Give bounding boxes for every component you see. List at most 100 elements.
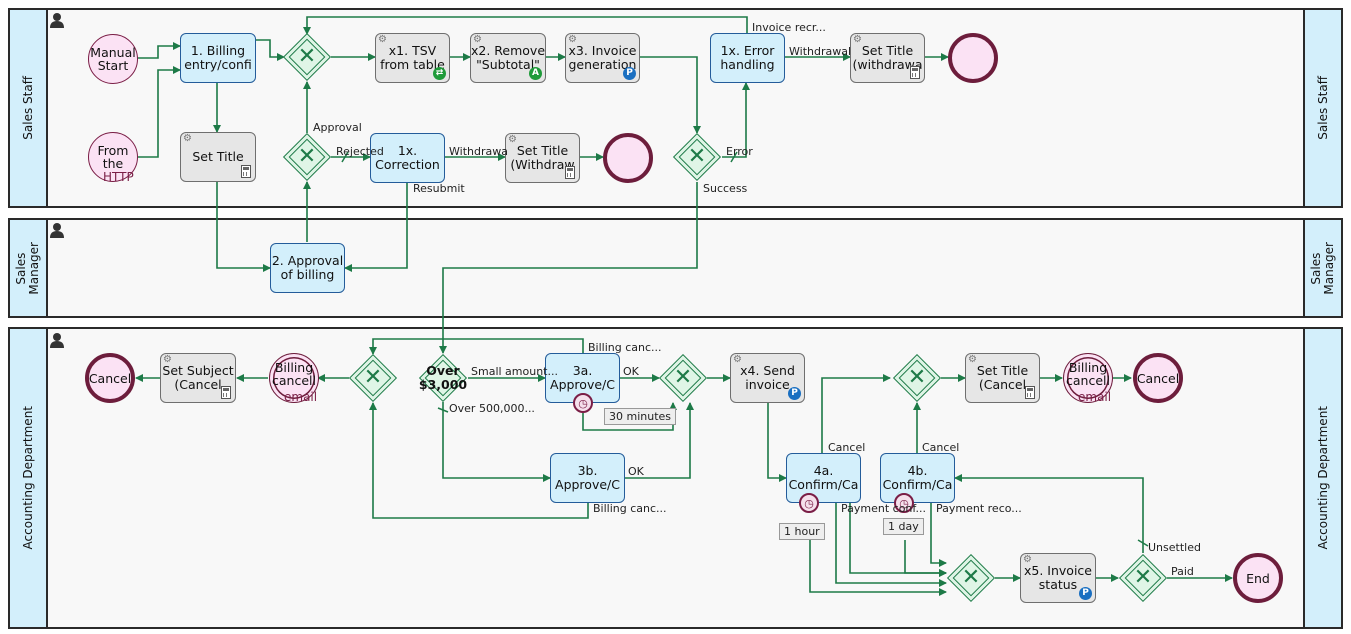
exclusive-gateway[interactable]: ✕	[946, 553, 996, 603]
task-label: Set Subject (Cancel	[162, 363, 234, 392]
billing-cancel-email-event[interactable]: Billing cancell email	[269, 353, 319, 404]
timer-icon[interactable]: ◷	[573, 393, 593, 413]
gear-icon: ⚙	[1023, 554, 1032, 565]
cancel-end-event[interactable]: Cancel	[85, 353, 135, 403]
send-invoice-task[interactable]: ⚙ x4. Send invoice P	[730, 353, 805, 403]
manual-start-event[interactable]: Manual Start	[88, 34, 138, 84]
confirm-4a-task[interactable]: 4a. Confirm/Ca	[786, 453, 861, 503]
flow-label: Error	[726, 145, 753, 158]
timer-icon[interactable]: ◷	[799, 493, 819, 513]
font-icon: A	[529, 67, 542, 80]
approve-3b-task[interactable]: 3b. Approve/C	[550, 453, 625, 503]
paypal-icon: P	[623, 67, 636, 80]
x-icon: ✕	[297, 144, 317, 169]
gear-icon: ⚙	[378, 34, 387, 45]
exclusive-gateway[interactable]: ✕	[348, 353, 398, 403]
set-title-withdrawal-task[interactable]: ⚙ Set Title (Withdraw	[505, 133, 580, 183]
timer-label: 1 day	[883, 518, 924, 535]
approval-of-billing-task[interactable]: 2. Approval of billing	[270, 243, 345, 293]
end-event-withdrawal-mid[interactable]	[603, 133, 653, 183]
http-start-event[interactable]: From the HTTP	[88, 132, 138, 184]
task-label: 1x. Correction	[375, 143, 440, 172]
set-title-task[interactable]: ⚙ Set Title	[180, 132, 256, 182]
task-label: 2. Approval of billing	[271, 253, 344, 282]
x-icon: ✕	[961, 565, 981, 590]
flow-label: Payment reco...	[936, 502, 1022, 515]
event-label: Cancel	[88, 370, 132, 386]
exclusive-gateway[interactable]: ✕	[672, 132, 722, 182]
flow-label: Over 500,000...	[449, 402, 535, 415]
event-label: Billing cancell	[1066, 360, 1110, 388]
transfer-icon: ⇄	[433, 67, 446, 80]
lane-header: Sales Manager	[1303, 220, 1341, 316]
event-sublabel: HTTP	[103, 170, 134, 184]
lane-header: Sales Staff	[10, 10, 48, 206]
flow	[930, 503, 947, 567]
flow	[809, 540, 947, 596]
end-event[interactable]: End	[1233, 553, 1283, 603]
flow	[256, 39, 285, 61]
invoice-status-task[interactable]: ⚙ x5. Invoice status P	[1020, 553, 1096, 603]
gear-icon: ⚙	[473, 34, 482, 45]
billing-entry-task[interactable]: 1. Billing entry/confi	[180, 33, 256, 83]
flow	[954, 474, 1144, 553]
exclusive-gateway[interactable]: ✕	[658, 353, 708, 403]
task-label: x3. Invoice generation	[568, 43, 637, 72]
billing-cancel-email-event[interactable]: Billing cancell email	[1063, 353, 1113, 404]
flow	[625, 402, 694, 479]
set-subject-cancel-task[interactable]: ⚙ Set Subject (Cancel	[160, 353, 236, 403]
event-label: Billing cancell	[272, 360, 316, 388]
flow	[344, 182, 408, 272]
flow	[369, 402, 589, 519]
exclusive-gateway[interactable]: ✕	[1118, 553, 1168, 603]
flow	[767, 402, 787, 482]
flow-label: Success	[703, 182, 748, 195]
cancel-end-event[interactable]: Cancel	[1133, 353, 1183, 403]
flow-label: Cancel	[828, 441, 866, 454]
task-label: Set Title (Withdraw	[510, 143, 575, 172]
task-label: 1. Billing entry/confi	[184, 43, 252, 72]
set-title-cancel-task[interactable]: ⚙ Set Title (Cancel	[965, 353, 1040, 403]
gear-icon: ⚙	[853, 34, 862, 45]
flow	[722, 82, 750, 158]
calculator-icon	[221, 386, 231, 399]
flow-label: Billing canc...	[588, 341, 662, 354]
remove-subtotal-task[interactable]: ⚙ x2. Remove "Subtotal" A	[470, 33, 546, 83]
flow-label: Paid	[1171, 565, 1194, 578]
flow-label: Unsettled	[1148, 541, 1201, 554]
flow-label: Billing canc...	[593, 502, 667, 515]
over-3000-gateway[interactable]: Over $3,000	[419, 353, 467, 403]
task-label: Set Title (Cancel	[976, 363, 1029, 392]
task-label: Set Title (withdrawa	[852, 43, 923, 72]
flow	[835, 503, 947, 587]
task-label: x5. Invoice status	[1024, 563, 1092, 592]
correction-task[interactable]: 1x. Correction	[370, 133, 445, 183]
lane-header: Accounting Department	[10, 329, 48, 627]
flow	[821, 374, 891, 453]
exclusive-gateway[interactable]: ✕	[282, 32, 332, 82]
flow	[439, 182, 698, 354]
tsv-from-table-task[interactable]: ⚙ x1. TSV from table ⇄	[375, 33, 450, 83]
timer-icon[interactable]: ◷	[894, 493, 914, 513]
gear-icon: ⚙	[968, 354, 977, 365]
exclusive-gateway[interactable]: ✕	[892, 353, 942, 403]
x-icon: ✕	[687, 144, 707, 169]
invoice-generation-task[interactable]: ⚙ x3. Invoice generation P	[565, 33, 640, 83]
end-event-withdrawal-top[interactable]	[948, 33, 998, 83]
set-title-withdrawal-task[interactable]: ⚙ Set Title (withdrawa	[850, 33, 925, 83]
task-label: 3b. Approve/C	[555, 463, 620, 492]
gear-icon: ⚙	[183, 133, 192, 144]
task-label: 4a. Confirm/Ca	[788, 463, 859, 492]
paypal-icon: P	[1079, 587, 1092, 600]
task-label: x4. Send invoice	[740, 363, 795, 392]
calculator-icon	[1025, 386, 1035, 399]
paypal-icon: P	[788, 387, 801, 400]
flow	[640, 56, 701, 134]
exclusive-gateway[interactable]: ✕	[282, 132, 332, 182]
error-handling-task[interactable]: 1x. Error handling	[710, 33, 785, 83]
confirm-4b-task[interactable]: 4b. Confirm/Ca	[880, 453, 955, 503]
x-icon: ✕	[1133, 565, 1153, 590]
user-icon	[50, 13, 64, 28]
flow-label: Small amount...	[471, 365, 558, 378]
